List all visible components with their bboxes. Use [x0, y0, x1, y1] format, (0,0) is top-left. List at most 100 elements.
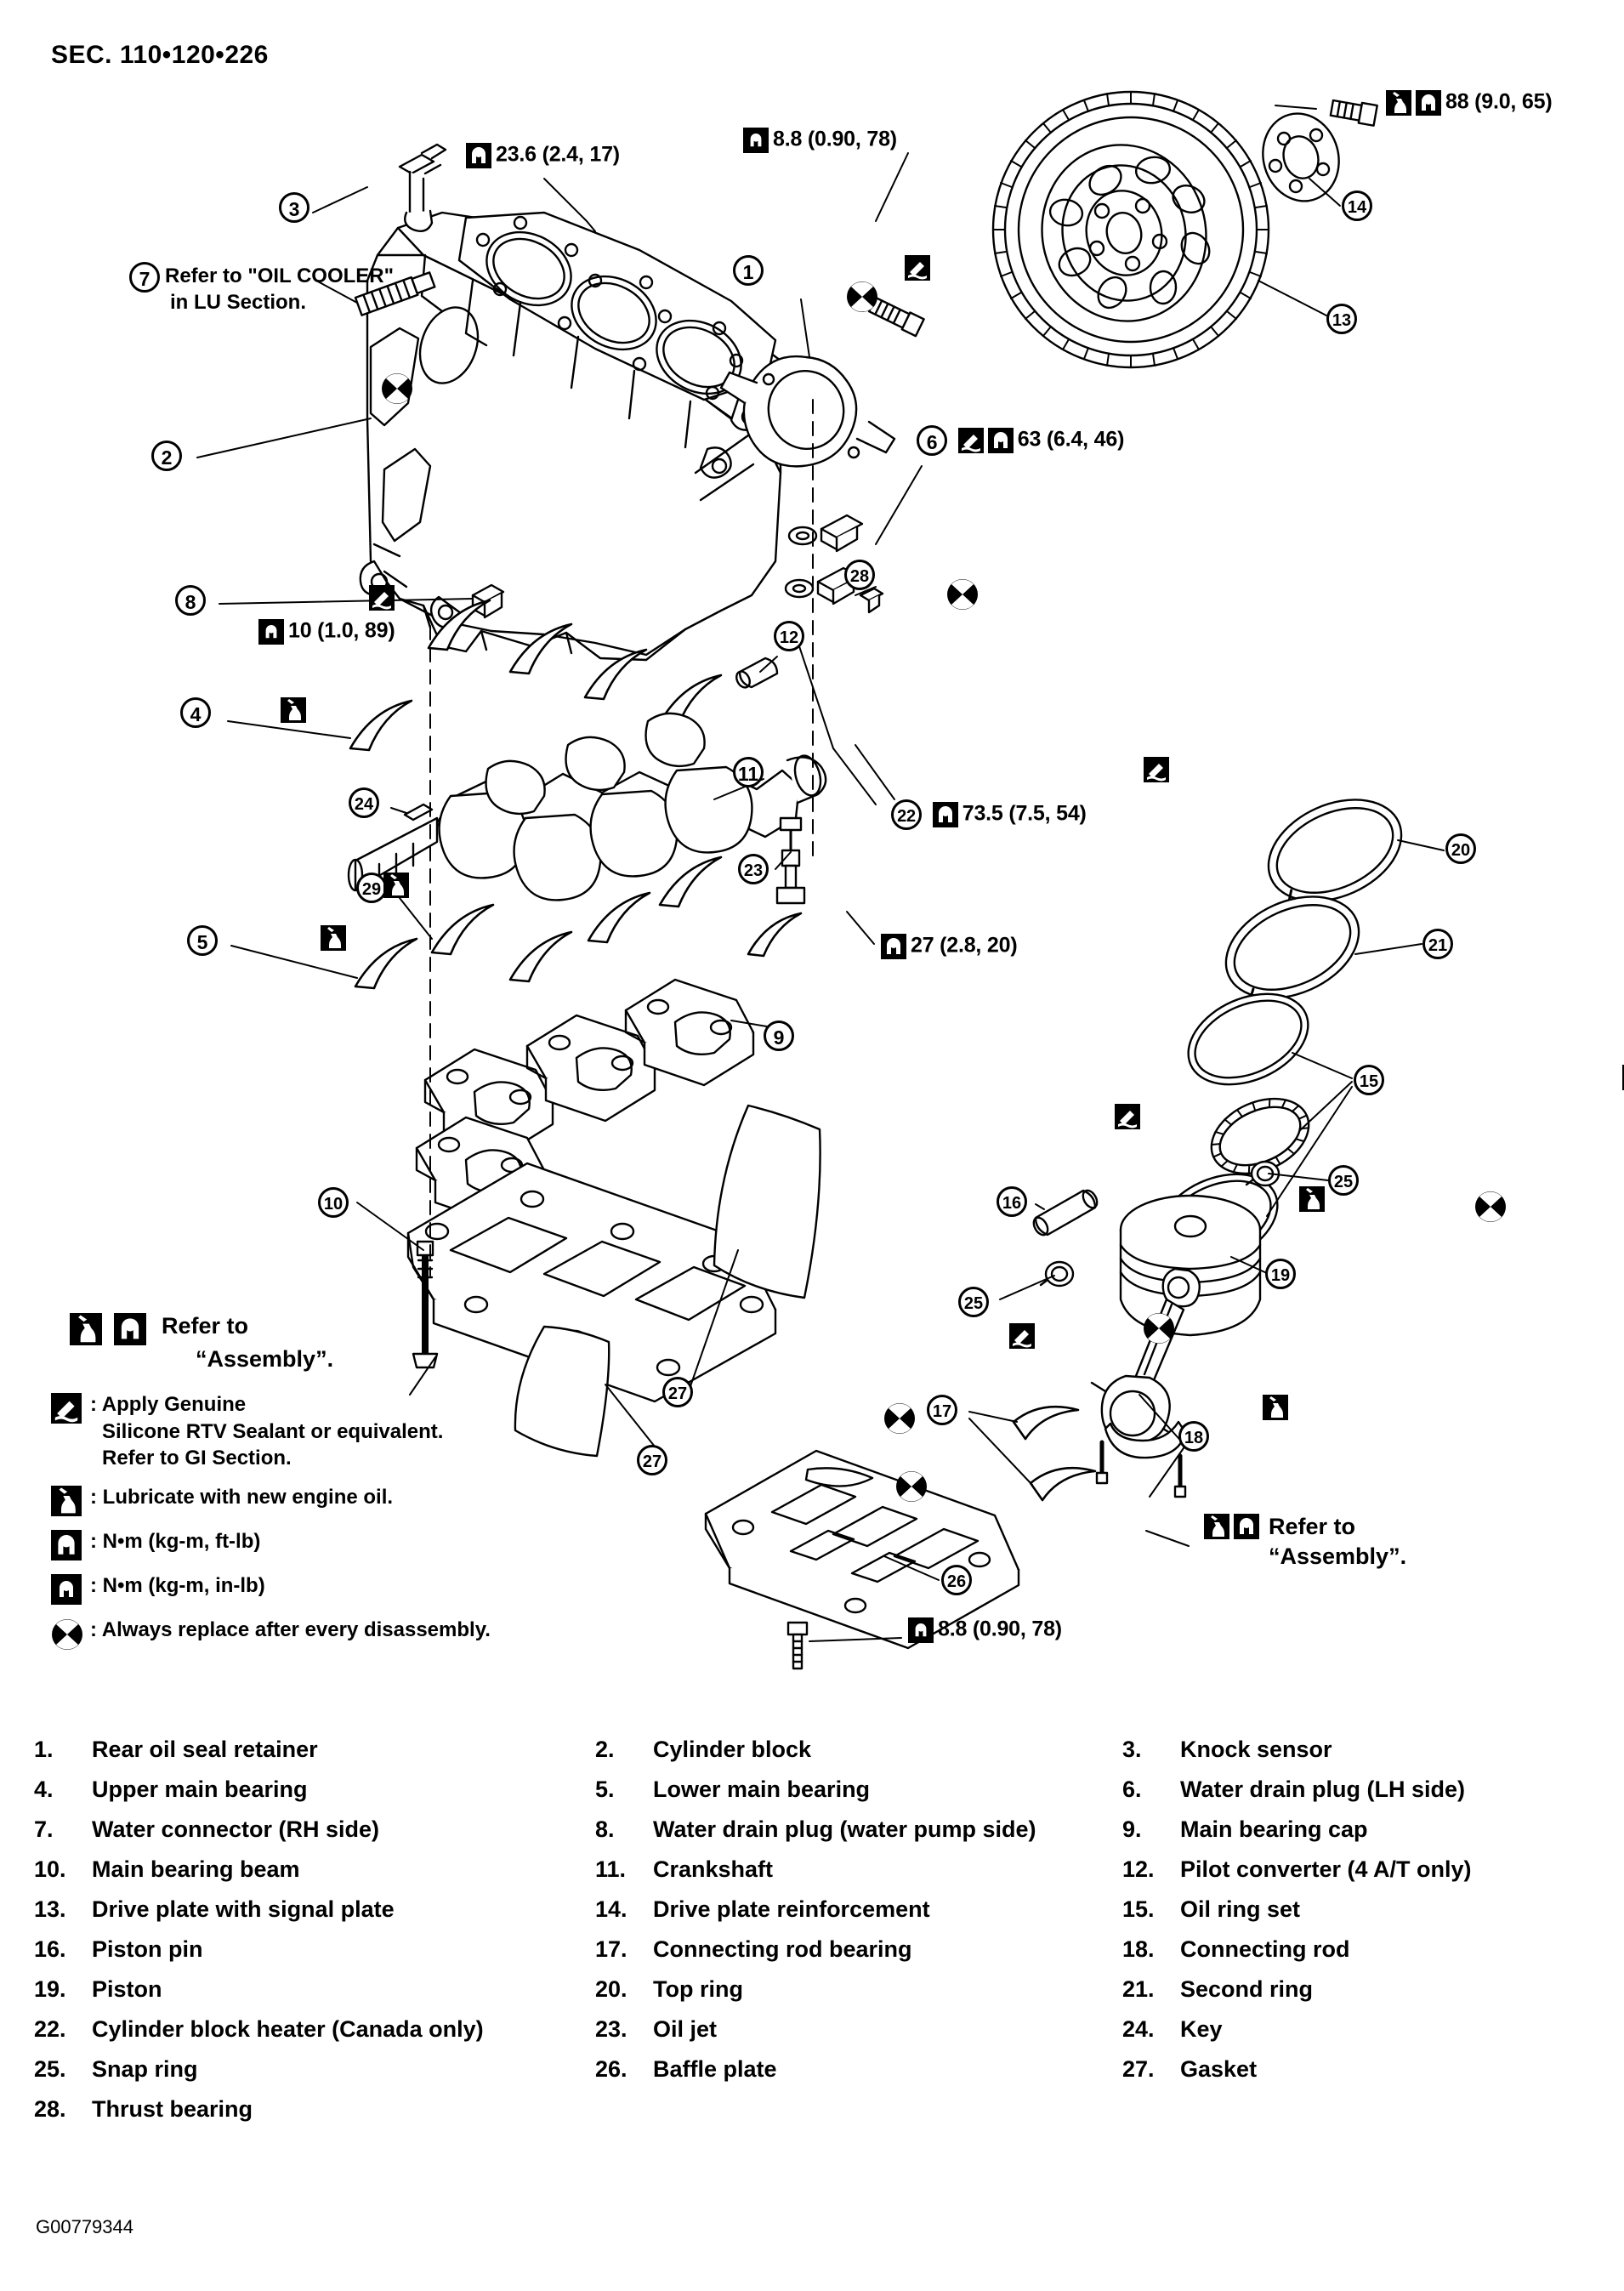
part-name: Lower main bearing	[653, 1777, 871, 1802]
legend-item-torque-inlb: : N•m (kg-m, in-lb)	[51, 1572, 595, 1606]
balloon-14: 14	[1342, 190, 1372, 221]
legend-item-sealant: : Apply Genuine Silicone RTV Sealant or …	[51, 1391, 595, 1472]
list-item: 7. Water connector (RH side)	[34, 1816, 595, 1843]
balloon-22: 22	[891, 799, 922, 830]
oil-cooler-note-line2: in LU Section.	[170, 290, 307, 314]
list-item: 17. Connecting rod bearing	[595, 1936, 1122, 1963]
parts-row: 4. Upper main bearing 5. Lower main bear…	[34, 1777, 1590, 1803]
lubricate-icon	[1622, 1065, 1624, 1090]
balloon-3: 3	[279, 192, 309, 223]
list-item: 15. Oil ring set	[1122, 1896, 1581, 1923]
part-name: Main bearing beam	[92, 1856, 300, 1882]
part-number: 28.	[34, 2096, 66, 2122]
torque-inlb-icon	[743, 128, 769, 153]
part-number: 12.	[1122, 1856, 1155, 1882]
list-item: 9. Main bearing cap	[1122, 1816, 1581, 1843]
part-number: 25.	[34, 2056, 66, 2082]
torque-inlb-icon	[908, 1617, 934, 1643]
assembly-note-right-line2: “Assembly”.	[1269, 1543, 1407, 1569]
list-item: 25. Snap ring	[34, 2056, 595, 2083]
parts-row: 13. Drive plate with signal plate 14. Dr…	[34, 1896, 1590, 1923]
sealant-icon	[369, 585, 395, 611]
legend-torque-inlb-text: : N•m (kg-m, in-lb)	[90, 1574, 265, 1598]
balloon-13: 13	[1326, 304, 1357, 334]
lubricate-icon	[70, 1313, 102, 1345]
parts-row: 10. Main bearing beam 11. Crankshaft 12.…	[34, 1856, 1590, 1883]
part-name: Gasket	[1180, 2056, 1258, 2082]
lubricate-icon	[51, 1486, 82, 1517]
part-name: Piston pin	[92, 1936, 203, 1962]
part-name: Snap ring	[92, 2056, 198, 2082]
part-number: 26.	[595, 2056, 627, 2082]
part-name: Piston	[92, 1976, 162, 2002]
list-item: 2. Cylinder block	[595, 1737, 1122, 1763]
part-name: Rear oil seal retainer	[92, 1737, 318, 1762]
lubricate-icon	[1386, 90, 1411, 116]
torque-callout-23-6: 23.6 (2.4, 17)	[466, 143, 620, 168]
part-name: Top ring	[653, 1976, 743, 2002]
torque-callout-8-8-top: 8.8 (0.90, 78)	[743, 128, 897, 153]
lubricate-icon	[1298, 1186, 1325, 1212]
lubricate-icon	[383, 873, 409, 898]
balloon-24: 24	[349, 787, 379, 818]
part-number: 16.	[34, 1936, 66, 1962]
parts-row: 28. Thrust bearing	[34, 2096, 1590, 2123]
balloon-5: 5	[187, 925, 218, 956]
parts-row: 19. Piston 20. Top ring 21. Second ring	[34, 1976, 1590, 2003]
balloon-23: 23	[738, 854, 769, 884]
part-number: 7.	[34, 1816, 54, 1842]
list-item: 5. Lower main bearing	[595, 1777, 1122, 1803]
balloon-2: 2	[151, 441, 182, 471]
part-name: Water connector (RH side)	[92, 1816, 380, 1842]
legend-lubricate-text: : Lubricate with new engine oil.	[90, 1486, 394, 1509]
balloon-4: 4	[180, 697, 211, 728]
legend-sealant-line1: : Apply Genuine	[90, 1393, 247, 1416]
parts-row: 1. Rear oil seal retainer 2. Cylinder bl…	[34, 1737, 1590, 1763]
part-number: 2.	[595, 1737, 615, 1762]
list-item: 8. Water drain plug (water pump side)	[595, 1816, 1122, 1843]
part-name: Cylinder block	[653, 1737, 812, 1762]
part-number: 24.	[1122, 2016, 1155, 2042]
exploded-engine-diagram	[196, 90, 1445, 1670]
sealant-icon	[957, 428, 984, 453]
balloon-18: 18	[1178, 1421, 1209, 1452]
torque-value: 8.8 (0.90, 78)	[773, 127, 897, 151]
list-item: 11. Crankshaft	[595, 1856, 1122, 1883]
part-number: 4.	[34, 1777, 54, 1802]
part-number: 14.	[595, 1896, 627, 1922]
balloon-26: 26	[941, 1565, 972, 1595]
part-number: 3.	[1122, 1737, 1142, 1762]
list-item: 19. Piston	[34, 1976, 595, 2003]
legend-sealant-line2: Silicone RTV Sealant or equivalent.	[102, 1419, 444, 1443]
torque-ftlb-icon	[51, 1530, 82, 1561]
torque-inlb-icon	[258, 619, 284, 645]
legend-item-torque-ftlb: : N•m (kg-m, ft-lb)	[51, 1528, 595, 1561]
torque-ftlb-icon	[1416, 90, 1441, 116]
part-number: 27.	[1122, 2056, 1155, 2082]
torque-ftlb-icon	[881, 934, 906, 959]
list-item: 20. Top ring	[595, 1976, 1122, 2003]
part-number: 5.	[595, 1777, 615, 1802]
balloon-icon-layer	[0, 0, 1624, 1420]
torque-ftlb-icon	[114, 1313, 146, 1345]
sealant-icon	[1008, 1323, 1035, 1349]
balloon-11: 11	[733, 757, 764, 787]
torque-value: 10 (1.0, 89)	[288, 618, 395, 643]
legend-assembly-line1: Refer to	[162, 1313, 249, 1339]
list-item: 22. Cylinder block heater (Canada only)	[34, 2016, 595, 2043]
list-item: 12. Pilot converter (4 A/T only)	[1122, 1856, 1581, 1883]
oil-cooler-note-line1: Refer to "OIL COOLER"	[165, 264, 395, 287]
part-name: Second ring	[1180, 1976, 1314, 2002]
part-number: 22.	[34, 2016, 66, 2042]
list-item: 1. Rear oil seal retainer	[34, 1737, 595, 1763]
torque-callout-88: 88 (9.0, 65)	[1386, 90, 1553, 116]
parts-row: 16. Piston pin 17. Connecting rod bearin…	[34, 1936, 1590, 1963]
part-number: 20.	[595, 1976, 627, 2002]
list-item: 13. Drive plate with signal plate	[34, 1896, 595, 1923]
list-item: 16. Piston pin	[34, 1936, 595, 1963]
list-item: 10. Main bearing beam	[34, 1856, 595, 1883]
assembly-note-right: Refer to “Assembly”.	[1204, 1512, 1406, 1571]
replace-x-icon	[1474, 1191, 1507, 1222]
part-number: 17.	[595, 1936, 627, 1962]
